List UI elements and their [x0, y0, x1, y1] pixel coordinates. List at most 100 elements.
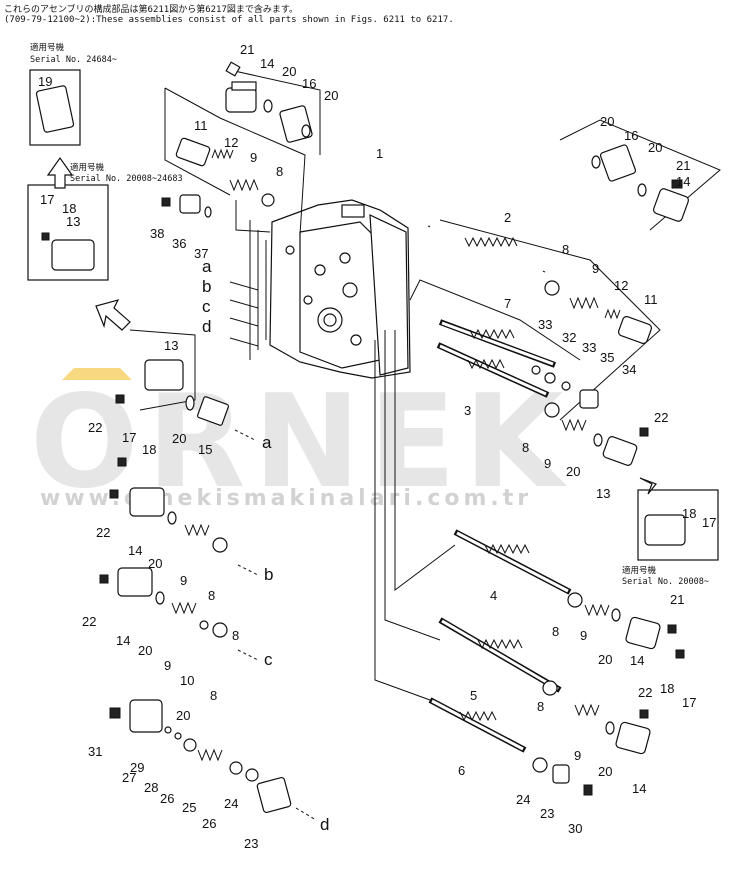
- callout: 20: [138, 643, 152, 658]
- callout: 35: [600, 350, 614, 365]
- callout: 8: [232, 628, 239, 643]
- serial-right-jp: 適用号機: [622, 565, 657, 576]
- callout: 32: [562, 330, 576, 345]
- callout: 16: [302, 76, 316, 91]
- callout: 12: [614, 278, 628, 293]
- callout: 20: [324, 88, 338, 103]
- callout: 21: [670, 592, 684, 607]
- spool-5: [438, 617, 562, 693]
- callout: 20: [176, 708, 190, 723]
- callout: 6: [458, 763, 465, 778]
- header-english: (709-79-12100~2):These assemblies consis…: [4, 15, 454, 25]
- parts-cluster-top: [161, 61, 313, 218]
- callout: 8: [552, 624, 559, 639]
- callout: 37: [194, 246, 208, 261]
- callout: 26: [202, 816, 216, 831]
- callout: 18: [142, 442, 156, 457]
- callout: 23: [540, 806, 554, 821]
- callout: 20: [598, 652, 612, 667]
- callout: 14: [676, 174, 690, 189]
- callout: 9: [544, 456, 551, 471]
- callout: 17: [122, 430, 136, 445]
- callout: 2: [504, 210, 511, 225]
- callout: 7: [504, 296, 511, 311]
- serial-mid-left-jp: 適用号機: [70, 162, 105, 173]
- parts-cluster-middle-right: [531, 365, 649, 466]
- spool-4: [453, 529, 572, 595]
- inset-box-19: [29, 69, 81, 146]
- callout: 9: [250, 150, 257, 165]
- parts-cluster-top-right: [544, 144, 690, 345]
- callout: 9: [592, 261, 599, 276]
- callout: 5: [470, 688, 477, 703]
- callout: 14: [128, 543, 142, 558]
- serial-top-left: Serial No. 24684~: [30, 55, 117, 65]
- callout: 23: [244, 836, 258, 851]
- callout: 14: [632, 781, 646, 796]
- arrow-label-b: b: [202, 277, 211, 296]
- arrow-label-c2: c: [264, 650, 273, 669]
- callout: 13: [164, 338, 178, 353]
- callout: 18: [660, 681, 674, 696]
- callout: 10: [180, 673, 194, 688]
- callout: 33: [582, 340, 596, 355]
- callout: 36: [172, 236, 186, 251]
- callout: 8: [276, 164, 283, 179]
- watermark-url: www.ornekismakinalari.com.tr: [40, 486, 533, 511]
- callout: 22: [88, 420, 102, 435]
- callout: 17: [702, 515, 716, 530]
- callout: 3: [464, 403, 471, 418]
- arrow-label-d2: d: [320, 815, 329, 834]
- callout: 11: [644, 292, 658, 307]
- callout: 21: [676, 158, 690, 173]
- callout: 31: [88, 744, 102, 759]
- callout: 9: [164, 658, 171, 673]
- header-japanese: これらのアセンブリの構成部品は第6211図から第6217図まで含みます。: [4, 5, 298, 15]
- callout: 30: [568, 821, 582, 836]
- callout: 20: [600, 114, 614, 129]
- arrow-label-c: c: [202, 297, 211, 316]
- arrow-label-b2: b: [264, 565, 273, 584]
- callout: 20: [148, 556, 162, 571]
- callout: 20: [172, 431, 186, 446]
- direction-arrows: [46, 156, 657, 821]
- callout: 17: [682, 695, 696, 710]
- callout: 9: [180, 573, 187, 588]
- callout: 20: [648, 140, 662, 155]
- callout-numbers: 1 2 3 4 5 6 7 8 8 8 8 8 8 8 8 9 9 9 9 9 …: [38, 42, 716, 851]
- callout: 21: [240, 42, 254, 57]
- watermark-brand: ORNEK: [30, 368, 572, 517]
- callout: 26: [160, 791, 174, 806]
- watermark-accent: [62, 368, 132, 380]
- arrow-label-a2: a: [262, 433, 272, 452]
- callout: 33: [538, 317, 552, 332]
- callout: 14: [116, 633, 130, 648]
- spool-2: [427, 225, 546, 273]
- callout: 20: [598, 764, 612, 779]
- callout: 20: [282, 64, 296, 79]
- callout: 8: [562, 242, 569, 257]
- serial-top-left-jp: 適用号機: [30, 42, 65, 53]
- callout: 8: [522, 440, 529, 455]
- callout: 11: [194, 118, 208, 133]
- callout: 14: [630, 653, 644, 668]
- spool-7: [438, 319, 557, 368]
- callout: 22: [654, 410, 668, 425]
- valve-body: [269, 199, 411, 379]
- callout: 13: [66, 214, 80, 229]
- spool-3: [436, 342, 550, 398]
- callout: 8: [208, 588, 215, 603]
- callout: 19: [38, 74, 52, 89]
- callout: 28: [144, 780, 158, 795]
- callout: 25: [182, 800, 196, 815]
- parts-cluster-left: [99, 359, 292, 814]
- callout: 8: [210, 688, 217, 703]
- callout: 17: [40, 192, 54, 207]
- serial-mid-left: Serial No. 20008~24683: [70, 174, 183, 184]
- callout: 24: [224, 796, 238, 811]
- callout: 22: [638, 685, 652, 700]
- callout: 22: [96, 525, 110, 540]
- inset-box-13-right: [637, 489, 719, 561]
- figure-header: これらのアセンブリの構成部品は第6211図から第6217図まで含みます。 (70…: [4, 2, 454, 25]
- serial-right: Serial No. 20008~: [622, 577, 709, 587]
